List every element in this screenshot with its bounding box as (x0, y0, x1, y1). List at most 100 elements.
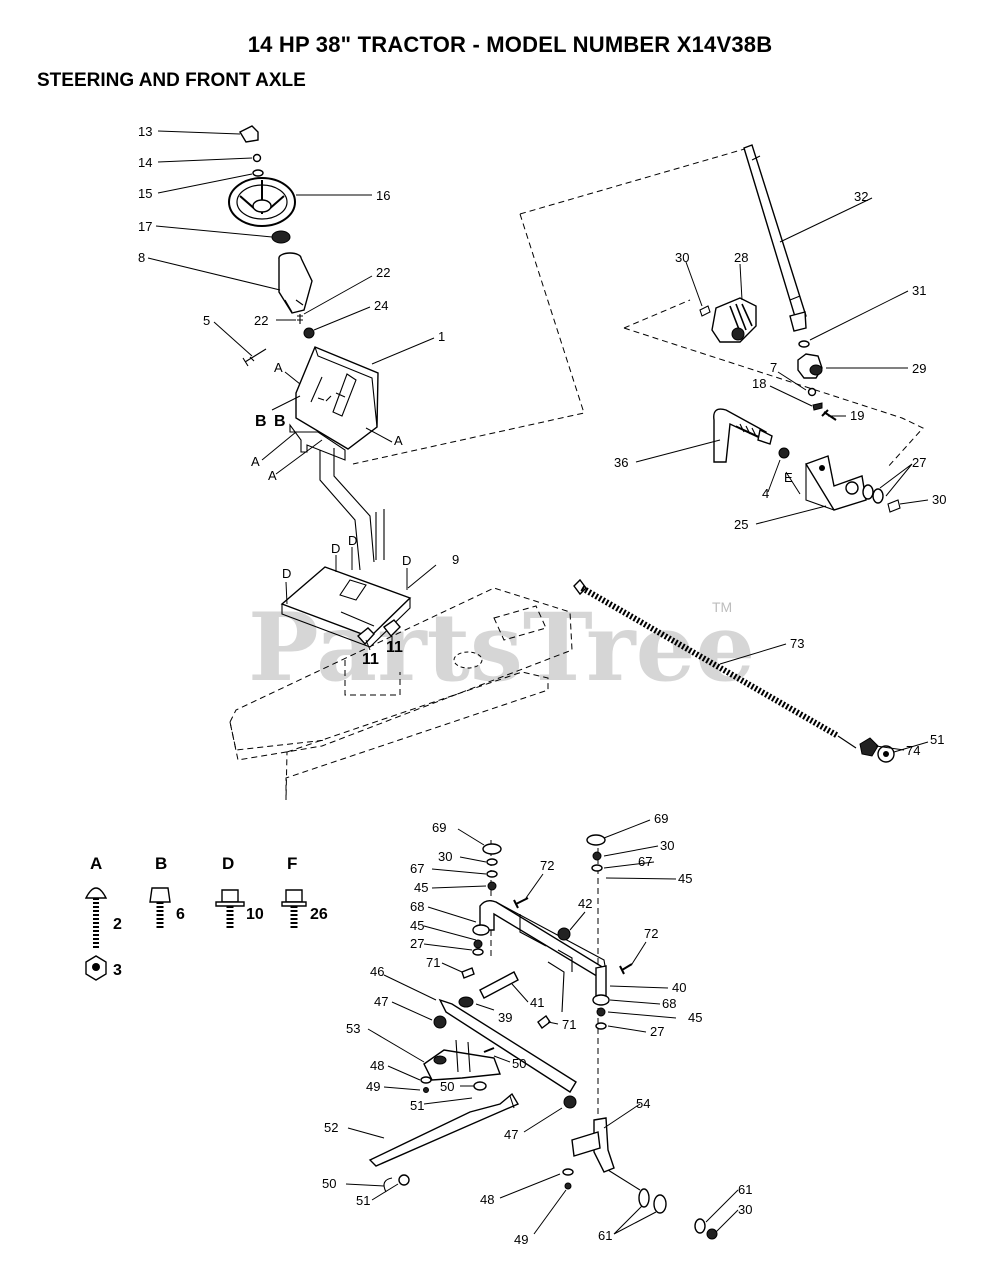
part-73-cable[interactable] (573, 578, 857, 749)
part-15-washer[interactable] (252, 169, 264, 177)
part-61-washer-c[interactable] (694, 1218, 706, 1234)
part-67-left[interactable] (486, 870, 498, 878)
part-30-left[interactable] (486, 858, 498, 866)
part-19-bolt[interactable] (821, 409, 837, 421)
callout-30-axle-right: 30 (660, 838, 674, 853)
part-27-left[interactable] (472, 948, 484, 956)
part-4-nut[interactable] (778, 447, 790, 459)
part-6-hex-bolt[interactable] (149, 887, 171, 928)
callout-45-left-upper: 45 (414, 880, 428, 895)
part-54-spindle[interactable] (571, 1117, 641, 1191)
part-41-pivot-bolt[interactable] (479, 971, 519, 999)
part-36-drag-link[interactable] (713, 408, 773, 463)
callout-31: 31 (912, 283, 926, 298)
callout-27-right: 27 (650, 1024, 664, 1039)
front-axle-assembly (368, 834, 718, 1240)
part-61-washer-b[interactable] (653, 1194, 667, 1214)
callout-47-lower: 47 (504, 1127, 518, 1142)
callout-50-middle: 50 (440, 1079, 454, 1094)
part-11-clip-left[interactable] (356, 627, 375, 646)
part-5-bolt[interactable] (242, 348, 267, 367)
callout-8: 8 (138, 250, 145, 265)
hardware-part-3: 3 (113, 962, 122, 979)
part-26-flange-bolt[interactable] (281, 889, 307, 930)
part-25-bracket[interactable] (804, 455, 867, 511)
callout-30-upper: 30 (675, 250, 689, 265)
part-14-nut[interactable] (252, 153, 262, 163)
part-47-ball-joint-upper[interactable] (433, 1015, 447, 1029)
part-22-pin[interactable] (297, 314, 303, 324)
part-31-washer[interactable] (798, 340, 810, 348)
part-13-cap[interactable] (239, 125, 259, 143)
part-49-left[interactable] (423, 1087, 429, 1093)
part-18-nut[interactable] (812, 402, 823, 411)
part-3-hex-nut[interactable] (85, 955, 107, 981)
part-47-ball-joint-lower[interactable] (563, 1095, 577, 1109)
part-72-bolt-left[interactable] (513, 897, 529, 909)
callout-51-middle: 51 (410, 1098, 424, 1113)
part-69-cap-left[interactable] (482, 843, 502, 855)
part-17-adapter[interactable] (271, 230, 291, 244)
part-48-right[interactable] (562, 1168, 574, 1176)
callout-30-axle-left: 30 (438, 849, 452, 864)
part-24-nut[interactable] (303, 327, 315, 339)
part-40-axle[interactable] (479, 899, 610, 1013)
part-1-dash-panel[interactable] (295, 346, 379, 450)
part-52-drag-arm[interactable] (368, 1092, 520, 1167)
part-30-right[interactable] (592, 851, 602, 861)
part-29-pinion[interactable] (797, 353, 823, 379)
callout-69-left: 69 (432, 820, 446, 835)
part-27-right[interactable] (595, 1022, 607, 1030)
callout-d-4: D (402, 553, 411, 568)
part-51-nut-lower[interactable] (398, 1174, 410, 1186)
callout-18: 18 (752, 376, 766, 391)
part-50-left-middle[interactable] (473, 1081, 487, 1091)
section-subtitle: STEERING AND FRONT AXLE (37, 70, 306, 91)
callout-41: 41 (530, 995, 544, 1010)
callout-29: 29 (912, 361, 926, 376)
part-27-washer-a[interactable] (862, 484, 874, 500)
part-32-steering-shaft[interactable] (743, 144, 807, 332)
part-45-right-lower[interactable] (596, 1007, 606, 1017)
part-72-bolt-right[interactable] (619, 963, 633, 975)
steering-sector-assembly (352, 144, 924, 513)
part-50-left-upper[interactable] (483, 1047, 495, 1053)
part-74-fitting[interactable] (859, 737, 879, 757)
part-42-grease-fitting[interactable] (557, 927, 571, 941)
part-50-clip-lower[interactable] (383, 1177, 393, 1193)
part-39-spacer[interactable] (458, 996, 474, 1008)
part-8-column-boot[interactable] (278, 252, 313, 314)
part-30-pin-upper[interactable] (699, 305, 711, 317)
part-30-pin-lower[interactable] (887, 499, 901, 513)
part-45-left-lower[interactable] (473, 939, 483, 949)
part-11-clip-right[interactable] (382, 619, 401, 638)
part-67-right[interactable] (591, 864, 603, 872)
part-30-cap-lower[interactable] (706, 1228, 718, 1240)
hardware-letter-f: F (287, 854, 297, 873)
part-27-washer-b[interactable] (872, 488, 884, 504)
part-68-left[interactable] (472, 924, 490, 936)
callout-1: 1 (438, 329, 445, 344)
callout-b-right: B (274, 413, 286, 430)
part-48-left[interactable] (420, 1076, 432, 1084)
callout-71-right: 71 (562, 1017, 576, 1032)
callout-48-right: 48 (480, 1192, 494, 1207)
part-16-steering-wheel[interactable] (228, 177, 296, 227)
part-45-left-upper[interactable] (487, 881, 497, 891)
part-61-washer-a[interactable] (638, 1188, 650, 1208)
callout-13: 13 (138, 124, 152, 139)
callout-71-left: 71 (426, 955, 440, 970)
callout-d-3: D (348, 533, 357, 548)
part-7-washer[interactable] (807, 387, 817, 397)
part-10-flange-bolt[interactable] (215, 889, 245, 930)
part-2-carriage-bolt[interactable] (84, 887, 108, 950)
part-69-cap-right[interactable] (586, 834, 606, 846)
part-71-left[interactable] (461, 967, 475, 979)
callout-d-2: D (331, 541, 340, 556)
part-49-right[interactable] (564, 1182, 572, 1190)
page-title: 14 HP 38" TRACTOR - MODEL NUMBER X14V38B (247, 32, 773, 57)
part-46-tie-rod[interactable] (438, 998, 577, 1093)
callout-53: 53 (346, 1021, 360, 1036)
part-53-spindle-bracket[interactable] (423, 1039, 501, 1081)
part-28-sector-gear[interactable] (711, 297, 757, 343)
